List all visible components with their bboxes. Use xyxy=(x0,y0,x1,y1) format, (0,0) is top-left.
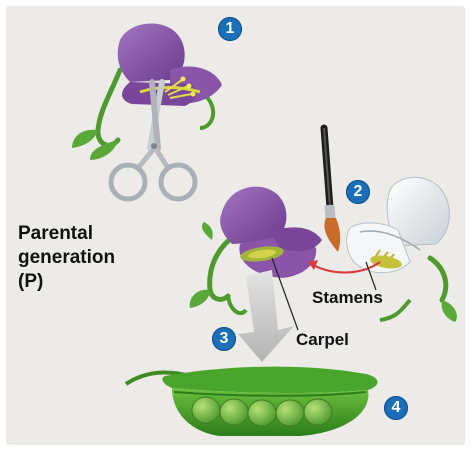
step-2-number: 2 xyxy=(354,183,363,201)
flow-arrow xyxy=(238,270,294,362)
parental-line: Parental xyxy=(18,222,115,246)
pea-pod-icon xyxy=(126,367,378,436)
step-3-number: 3 xyxy=(220,330,229,348)
step-1-badge: 1 xyxy=(218,17,242,41)
step-4-badge: 4 xyxy=(384,396,408,420)
step-1-number: 1 xyxy=(226,20,235,38)
p-line: (P) xyxy=(18,270,115,294)
step-3-badge: 3 xyxy=(212,327,236,351)
step-2-badge: 2 xyxy=(346,180,370,204)
parental-generation-label: Parental generation (P) xyxy=(18,222,115,294)
paintbrush-icon xyxy=(324,128,340,252)
step-4-number: 4 xyxy=(392,399,401,417)
top-purple-flower xyxy=(72,24,222,160)
stamens-label: Stamens xyxy=(312,288,383,308)
generation-line: generation xyxy=(18,246,115,270)
carpel-label: Carpel xyxy=(296,330,349,350)
